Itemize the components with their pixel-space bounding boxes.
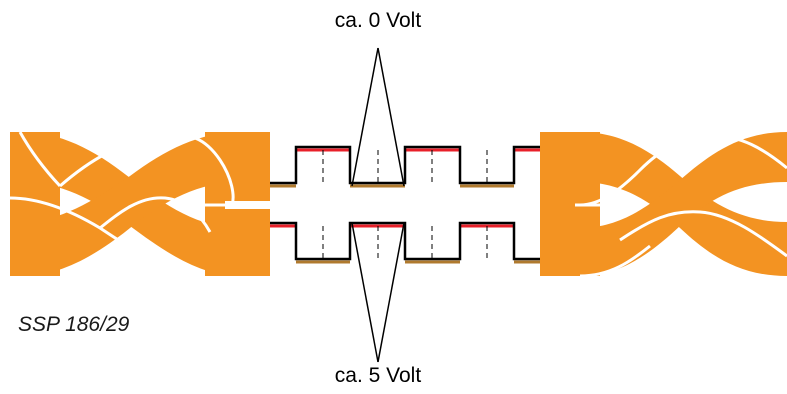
figure-caption: SSP 186/29 (18, 313, 130, 336)
voltage-label-low: ca. 0 Volt (334, 9, 422, 32)
cable-left-twist (9, 131, 270, 276)
cable-right-twist (540, 132, 787, 278)
upper-square-wave (270, 145, 540, 188)
voltage-label-high: ca. 5 Volt (334, 364, 422, 387)
pointer-lines-top (351, 47, 405, 187)
pointer-lines-bottom (351, 222, 405, 363)
wire-gap (225, 201, 580, 209)
lower-square-wave (270, 221, 540, 264)
